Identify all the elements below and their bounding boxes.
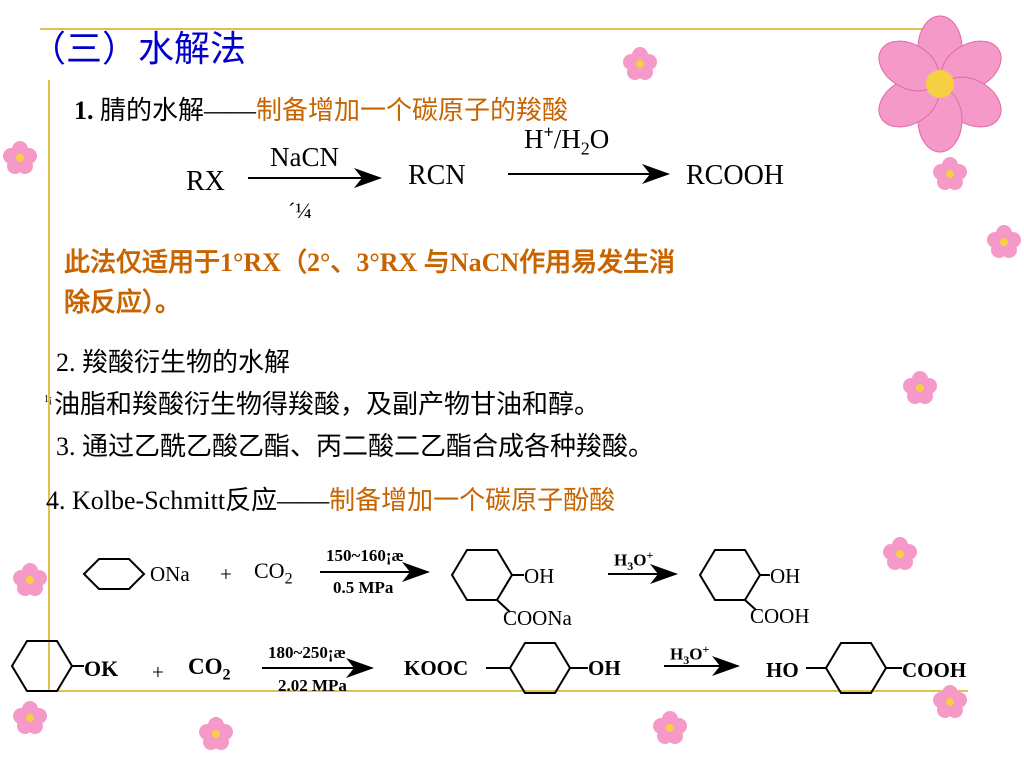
k2-cond-top: 180~250¡æ: [268, 643, 346, 662]
k2-plus: +: [152, 660, 164, 684]
flower-small-icon-11: [653, 711, 687, 744]
r1-rx: RX: [186, 166, 225, 197]
k1-benzene-salicylic-acid: [698, 549, 770, 611]
r1-plus: +: [543, 122, 554, 142]
section1-text: 腈的水解——: [100, 96, 257, 125]
flower-small-icon-8: [933, 685, 967, 718]
section4-highlight: 制备增加一个碳原子酚酸: [329, 486, 616, 515]
section4-heading: 4. Kolbe-Schmitt反应——制备增加一个碳原子酚酸: [46, 480, 615, 517]
k2-oh: OH: [588, 656, 621, 680]
r1-rcn: RCN: [408, 160, 466, 191]
k1-benzene-salicylate: [450, 549, 524, 613]
flower-small-icon-3: [933, 157, 967, 190]
k2-h3o: H3O+: [670, 642, 709, 668]
flower-small-icon-1: [623, 47, 657, 80]
r1-below-label: ´¼: [288, 198, 312, 223]
k2-h3o-o: O: [689, 644, 703, 664]
section1-highlight: 制备增加一个碳原子的羧酸: [256, 96, 569, 125]
k1-co2-text: CO: [254, 558, 285, 583]
section1-number: 1.: [74, 96, 94, 125]
k1-oh1: OH: [524, 564, 555, 588]
frame-left-line: [48, 80, 50, 690]
flower-small-icon-5: [903, 371, 937, 404]
r1-nacn: NaCN: [270, 142, 339, 172]
k2-ok: OK: [84, 656, 119, 681]
k2-cond-bottom: 2.02 MPa: [278, 676, 347, 695]
section4-text: 4. Kolbe-Schmitt反应——: [46, 486, 330, 515]
k1-cond-bottom: 0.5 MPa: [333, 578, 394, 597]
flower-small-icon-9: [13, 701, 47, 734]
section1-heading: 1. 腈的水解——制备增加一个碳原子的羧酸: [74, 90, 568, 127]
k2-h3o-h: H: [670, 644, 684, 664]
k2-co2: CO2: [188, 654, 231, 685]
k2-h3o-plus: +: [702, 642, 710, 656]
r1-product: RCOOH: [686, 160, 785, 191]
k1-h3o-h: H: [614, 550, 628, 570]
flower-small-icon-10: [199, 717, 233, 750]
k1-cond-top: 150~160¡æ: [326, 546, 404, 565]
frame-bottom-line: [48, 690, 968, 692]
flower-small-icon-7: [13, 563, 47, 596]
k2-cooh: COOH: [902, 658, 967, 682]
k2-benzene-product-salt: [486, 642, 588, 694]
section2-marker: 1¡: [44, 394, 53, 405]
k1-co2: CO2: [254, 558, 293, 588]
k2-co2-sub: 2: [222, 666, 231, 684]
k1-co2-sub: 2: [284, 570, 293, 588]
r1-h2o-post: O: [589, 124, 610, 154]
k1-ona: ONa: [150, 562, 190, 586]
r1-h: H: [524, 124, 544, 154]
flower-small-icon-6: [883, 537, 917, 570]
frame-top-line: [40, 28, 940, 30]
r1-h3o-label: H+/H2O: [524, 122, 609, 159]
flower-small-icon-4: [987, 225, 1021, 258]
r1-h2o-pre: /H: [553, 124, 581, 154]
flower-small-icon-2: [3, 141, 37, 174]
flower-large-icon: [878, 15, 1002, 153]
k2-ho: HO: [766, 658, 799, 682]
r1-h2o-sub: 2: [580, 138, 590, 159]
note-line-2: 除反应）。: [64, 288, 182, 317]
slide-title: （三）水解法: [30, 29, 247, 70]
k1-h3o-sub: 3: [627, 559, 634, 574]
k2-h3o-sub: 3: [683, 653, 690, 668]
k1-oh2: OH: [770, 564, 801, 588]
k1-h3o-o: O: [633, 550, 647, 570]
k1-h3o: H3O+: [614, 548, 653, 574]
section2-heading: 2. 羧酸衍生物的水解: [56, 348, 291, 377]
k2-kooc: KOOC: [404, 656, 469, 680]
note-line-1: 此法仅适用于1°RX（2°、3°RX 与NaCN作用易发生消: [64, 248, 676, 277]
k1-benzene-phenoxide: [82, 558, 146, 590]
k1-cooh: COOH: [750, 604, 810, 628]
k1-h3o-plus: +: [646, 548, 654, 562]
k2-benzene-hydroxybenzoic-acid: [806, 642, 902, 694]
k2-co2-text: CO: [188, 654, 223, 679]
section2-text: 油脂和羧酸衍生物得羧酸，及副产物甘油和醇。: [54, 390, 601, 419]
k1-plus: +: [220, 562, 232, 586]
section3-text: 3. 通过乙酰乙酸乙酯、丙二酸二乙酯合成各种羧酸。: [56, 432, 655, 461]
k1-coona: COONa: [503, 606, 572, 630]
